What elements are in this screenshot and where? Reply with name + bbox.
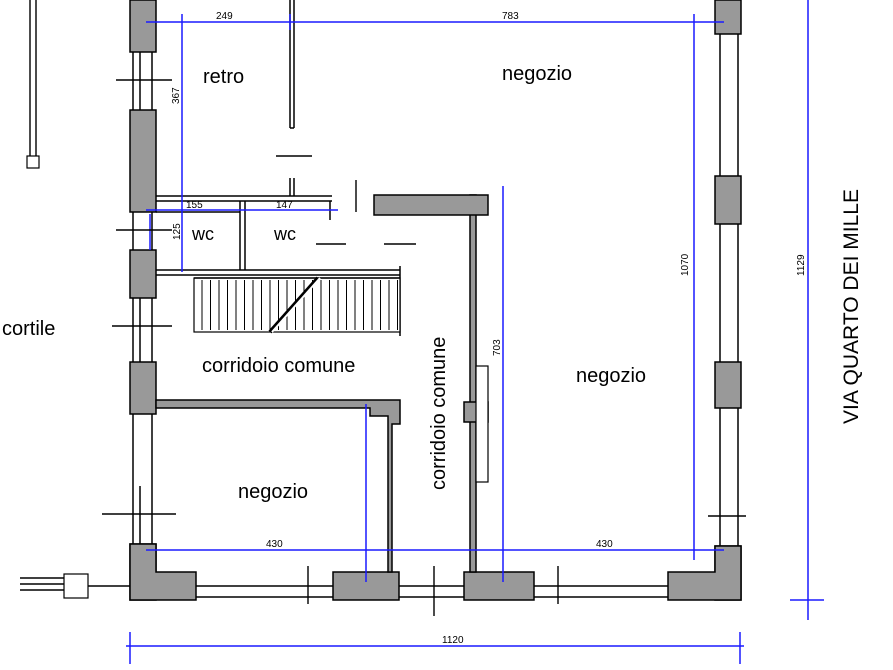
dim-1070: 1070 [680,253,691,276]
room-label-wc-left: wc [191,224,214,244]
wall-bottom-3 [463,571,535,601]
room-label-negozio-bottom: negozio [238,481,308,503]
room-label-corridoio-horizontal: corridoio comune [202,355,355,377]
walls [129,0,742,601]
wall-right-2 [714,175,742,225]
wall-right-3 [714,361,742,409]
dim-1120: 1120 [442,635,464,646]
wall-bottom-left [129,543,197,601]
room-label-wc-right: wc [273,224,296,244]
dimension-lines [126,0,824,664]
wall-internal-vertical [469,194,477,573]
dim-155: 155 [186,200,203,211]
room-label-negozio-top: negozio [502,63,572,85]
wall-left-4 [129,361,157,415]
street-label: VIA QUARTO DEI MILLE [840,189,863,424]
wall-left-2 [129,109,157,213]
room-label-corridoio-vertical: corridoio comune [428,337,450,490]
room-label-cortile: cortile [2,318,55,340]
dim-1129: 1129 [796,254,807,276]
dim-703: 703 [492,339,503,356]
dim-430-right: 430 [596,539,613,550]
tick-marks [20,0,746,616]
wall-internal-horizontal [155,399,401,573]
dim-367: 367 [171,87,182,104]
room-label-negozio-right: negozio [576,365,646,387]
staircase [193,276,401,334]
dim-783: 783 [502,11,519,22]
wall-left-3 [129,249,157,299]
dim-147: 147 [276,200,293,211]
dim-249: 249 [216,11,233,22]
wall-left-1 [129,0,157,53]
wall-internal-block [373,194,489,216]
dim-125: 125 [172,223,183,240]
door-frame [475,365,489,483]
room-label-retro: retro [203,66,244,88]
wall-right-1 [714,0,742,35]
dim-430-left: 430 [266,539,283,550]
wall-bottom-right [667,545,742,601]
